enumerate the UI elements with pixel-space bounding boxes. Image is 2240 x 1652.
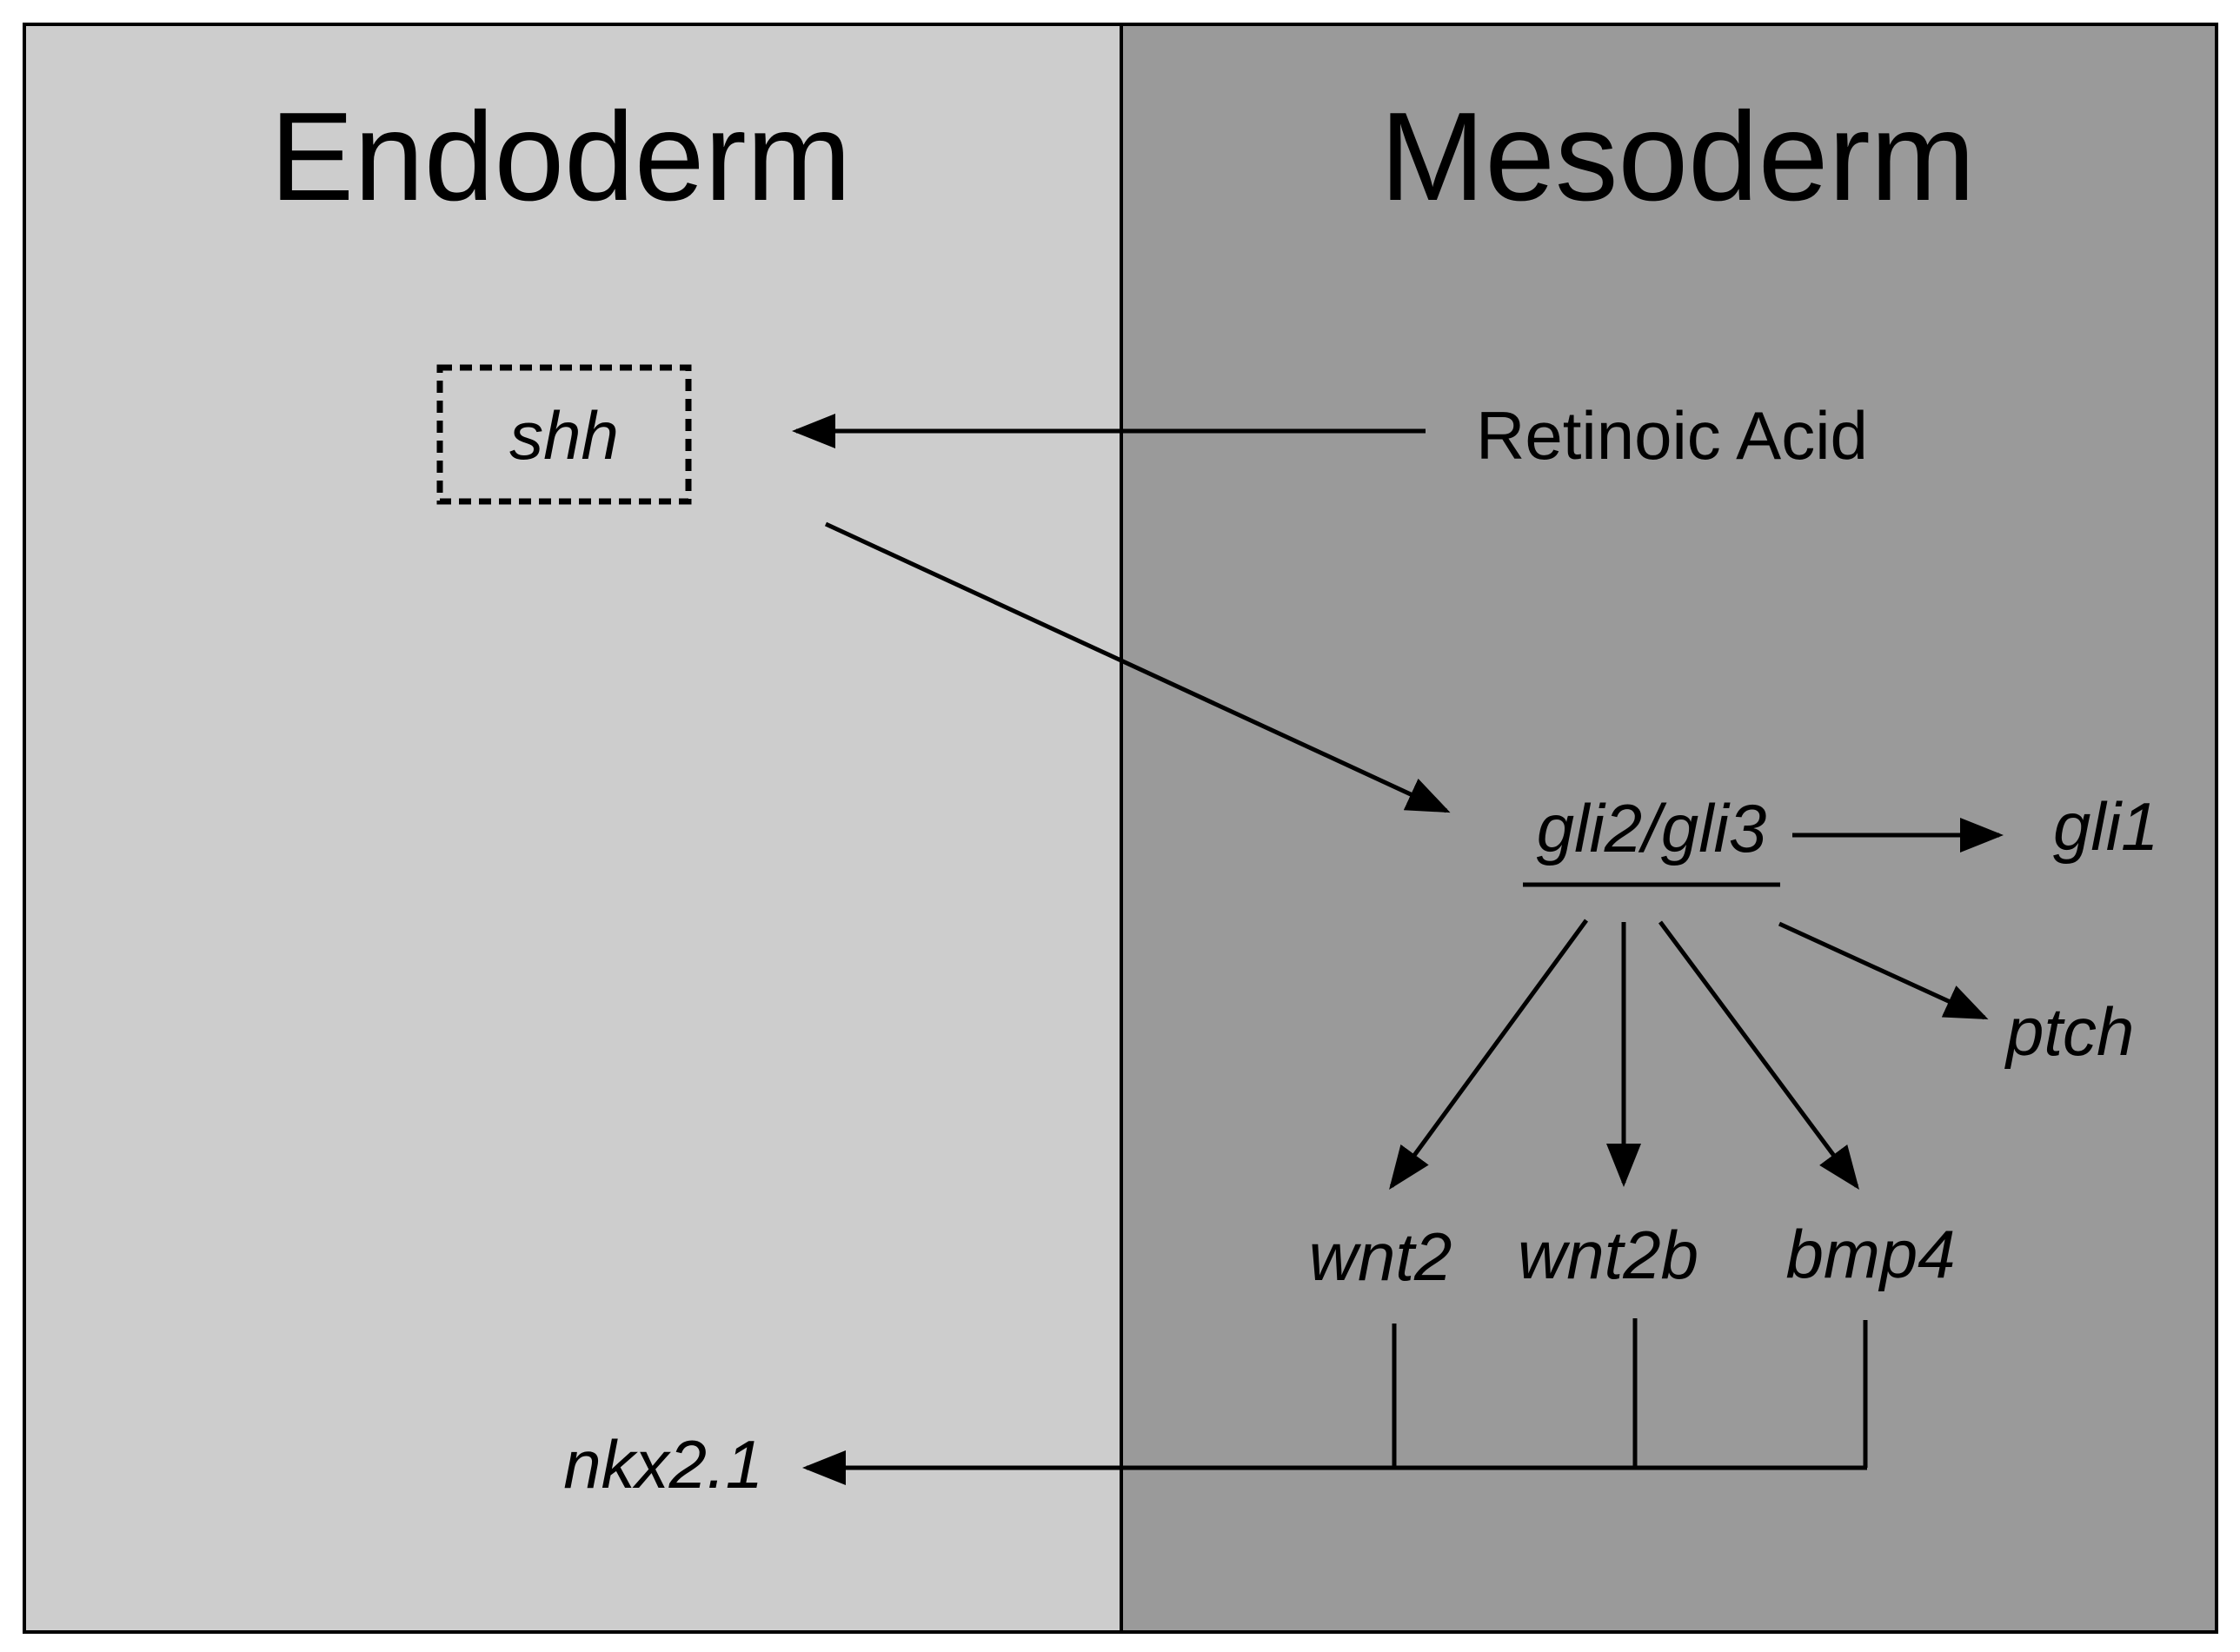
gli-to-wnt2-arrow — [1389, 919, 1589, 1191]
wnt2b-node: wnt2b — [1518, 1217, 1698, 1293]
gli-to-ptch-arrow — [1778, 921, 1989, 1020]
endoderm-region — [24, 24, 1121, 1632]
gli-to-bmp4-arrow — [1658, 920, 1859, 1191]
shh-to-gli-arrow — [824, 521, 1451, 813]
bmp4-node: bmp4 — [1785, 1216, 1955, 1292]
mesoderm-region — [1121, 24, 2217, 1632]
shh-dashed-box — [436, 364, 692, 505]
nkx2-1-node: nkx2.1 — [563, 1426, 763, 1503]
gli1-node: gli1 — [2053, 788, 2158, 865]
shh-node: shh — [509, 397, 619, 474]
ptch-node: ptch — [2004, 993, 2134, 1070]
retinoic-acid-node: Retinoic Acid — [1476, 397, 1868, 474]
diagram-frame — [23, 23, 2218, 1634]
endoderm-title: Endoderm — [270, 86, 852, 227]
wnt2-node: wnt2 — [1309, 1218, 1452, 1295]
mesoderm-title: Mesoderm — [1380, 86, 1976, 227]
gli2-gli3-node: gli2/gli3 — [1537, 790, 1767, 866]
